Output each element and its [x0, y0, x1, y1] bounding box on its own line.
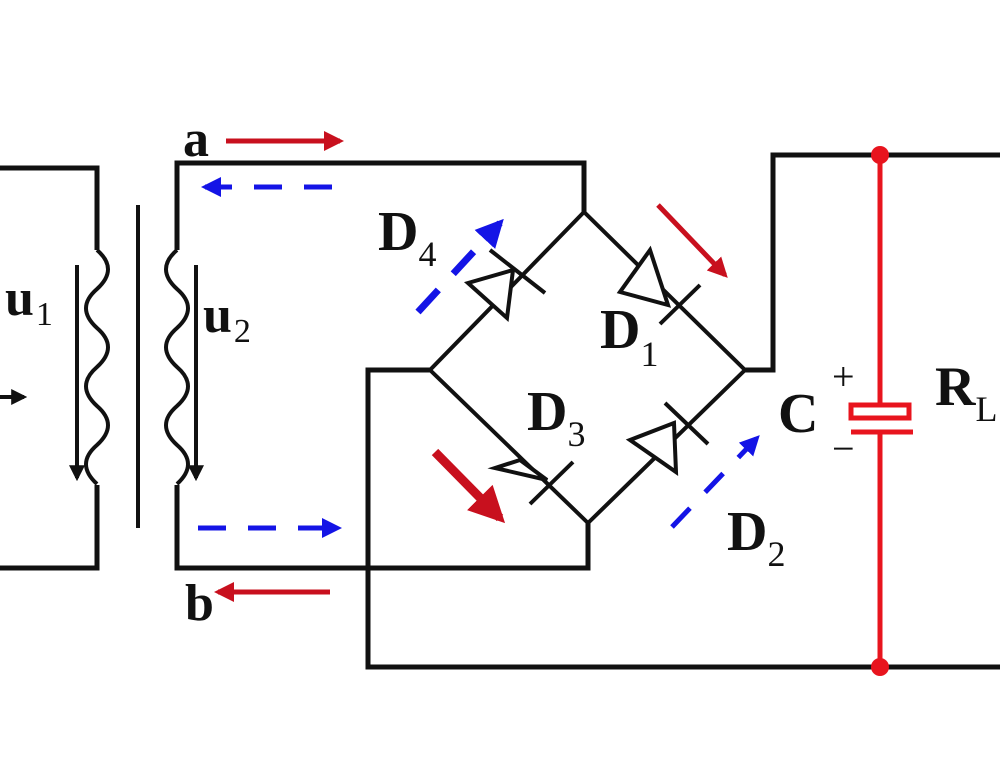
primary-circuit	[0, 165, 100, 571]
secondary-wiring	[174, 160, 591, 571]
label-cap-plus: +	[832, 354, 855, 399]
current-arrow-d1	[656, 203, 728, 278]
secondary-coil	[164, 248, 190, 486]
label-load: RL	[935, 356, 997, 429]
filter-capacitor	[848, 155, 913, 667]
reverse-arrow-d2	[670, 435, 760, 529]
label-node-b: b	[185, 575, 214, 632]
label-cap-minus: −	[832, 426, 855, 471]
label-D1: D1	[600, 299, 658, 374]
reverse-arrow-d4	[415, 218, 504, 315]
junction-top	[871, 146, 889, 164]
junction-bottom	[871, 658, 889, 676]
label-u1: u1	[5, 270, 53, 333]
label-D2: D2	[727, 501, 785, 574]
diode-D1	[616, 245, 702, 326]
label-D4: D4	[378, 201, 436, 274]
bridge-rectifier	[427, 209, 748, 526]
diode-D3	[487, 457, 575, 506]
diode-D2	[625, 401, 710, 476]
label-capacitor: C	[778, 383, 818, 445]
primary-coil	[84, 248, 110, 486]
current-arrow-d3	[431, 448, 506, 524]
label-u2: u2	[203, 287, 251, 350]
label-D3: D3	[527, 381, 585, 454]
diode-D4	[463, 248, 547, 323]
label-node-a: a	[183, 111, 209, 168]
